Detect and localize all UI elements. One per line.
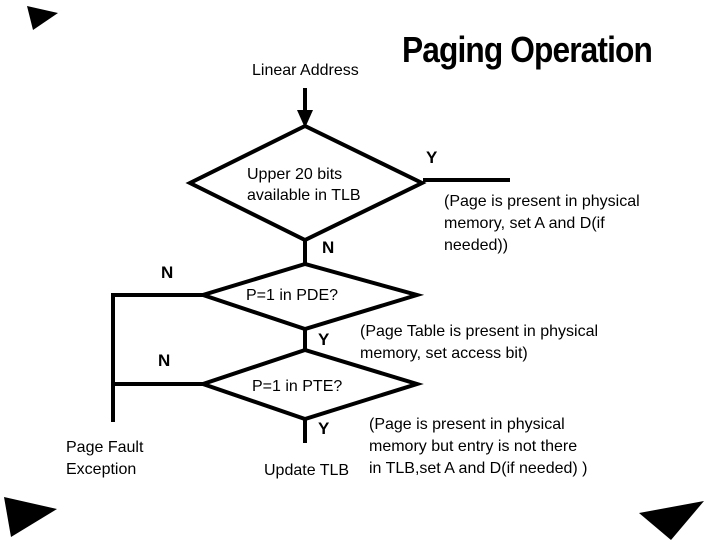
update-tlb-label: Update TLB — [264, 462, 350, 479]
tlb-no-label: N — [322, 238, 335, 257]
note-pde-present: (Page Table is present in physical memor… — [360, 323, 599, 362]
corner-artifact-bottom-right — [639, 501, 704, 540]
decision-pde-text: P=1 in PDE? — [246, 287, 339, 304]
note-tlb-hit: (Page is present in physical memory, set… — [444, 193, 640, 254]
decision-tlb-text: Upper 20 bits available in TLB — [247, 166, 361, 204]
linear-address-label: Linear Address — [252, 62, 359, 79]
pte-yes-label: Y — [318, 419, 330, 438]
corner-artifact-top-left — [27, 6, 58, 30]
slide-title: Paging Operation — [402, 29, 653, 70]
pde-yes-label: Y — [318, 330, 330, 349]
note-pte-present: (Page is present in physical memory but … — [369, 416, 588, 477]
page-fault-exception-label: Page Fault Exception — [66, 439, 144, 478]
linear-address-arrowhead-icon — [297, 110, 313, 128]
decision-pte-text: P=1 in PTE? — [252, 378, 343, 395]
tlb-yes-label: Y — [426, 148, 438, 167]
pde-no-label: N — [161, 263, 174, 282]
pde-no-branch-path — [111, 293, 203, 422]
pte-no-label: N — [158, 351, 171, 370]
corner-artifact-bottom-left — [4, 497, 57, 537]
